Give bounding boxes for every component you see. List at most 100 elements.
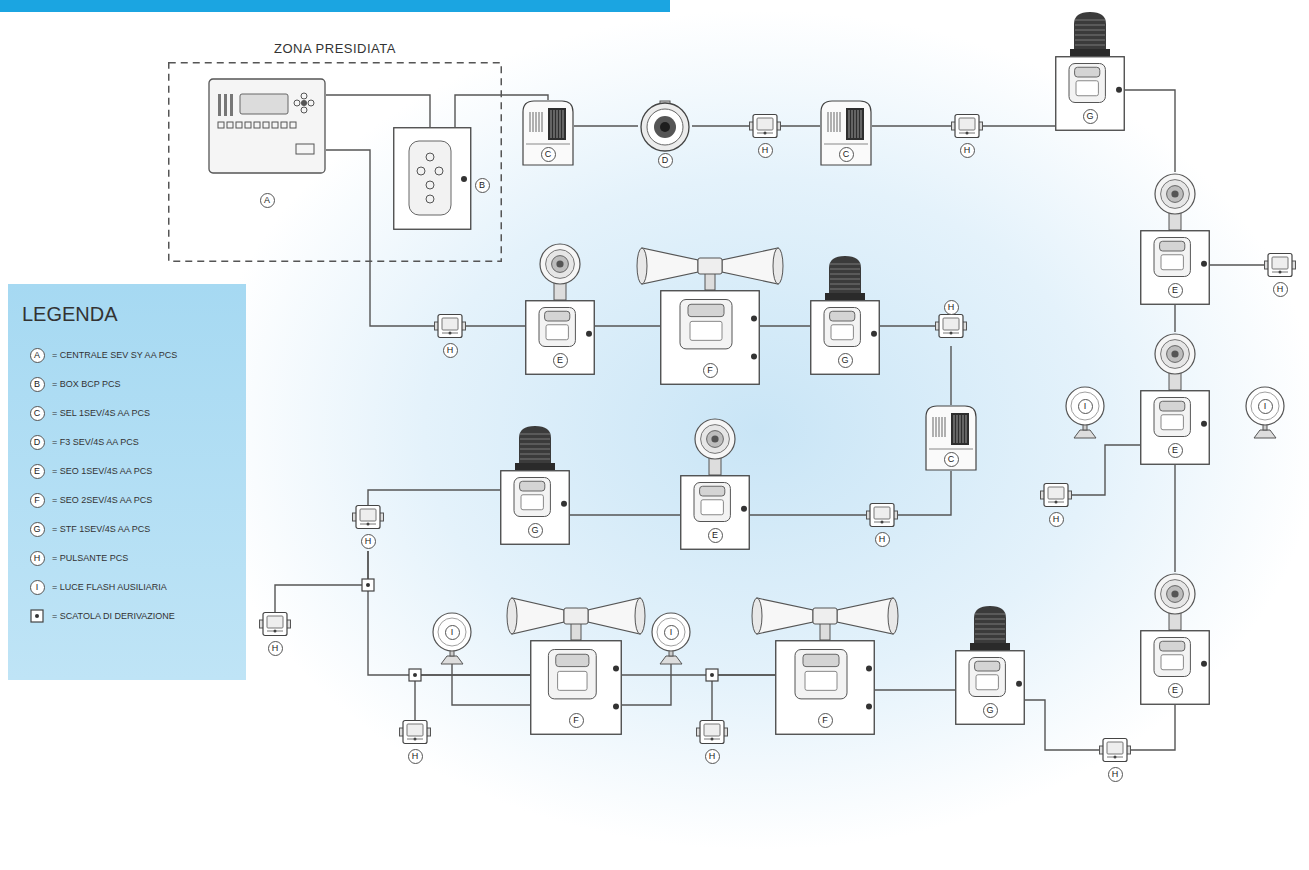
control-panel: A <box>208 78 326 208</box>
callout-letter: H <box>1108 767 1123 782</box>
legend-letter: D <box>30 435 45 450</box>
legend-letter: F <box>30 493 45 508</box>
flash-light: I <box>1244 386 1286 438</box>
cable-line <box>1025 700 1099 750</box>
junction-symbol <box>30 609 44 623</box>
cable-line <box>781 125 820 126</box>
top-bar <box>0 0 670 12</box>
cable-line <box>898 471 951 515</box>
cable-line <box>760 325 810 326</box>
callout-letter: E <box>1168 283 1183 298</box>
callout-letter: E <box>1168 443 1183 458</box>
callout-letter: G <box>838 353 853 368</box>
speaker-unit: F <box>530 640 622 735</box>
control-panel-drawing <box>208 78 326 208</box>
legend-letter: A <box>30 348 45 363</box>
horn-unit: E <box>1140 332 1210 465</box>
zone-title: ZONA PRESIDIATA <box>274 41 396 56</box>
cable-line <box>466 325 525 326</box>
callout-letter: H <box>268 641 283 656</box>
legend-letter: I <box>30 580 45 595</box>
callout-letter: A <box>260 193 275 208</box>
legend-text: = SCATOLA DI DERIVAZIONE <box>52 610 175 622</box>
callout-letter: I <box>1078 399 1093 414</box>
cable-line <box>1174 305 1175 332</box>
legend-text: = SEO 2SEV/4S AA PCS <box>52 494 152 506</box>
flash-light: I <box>431 612 473 664</box>
horn-unit: E <box>525 242 595 375</box>
callout-letter: F <box>818 713 833 728</box>
legend-text: = PULSANTE PCS <box>52 552 128 564</box>
cable-line <box>880 325 935 326</box>
zone-region: ZONA PRESIDIATAAB <box>168 62 502 262</box>
callout-letter: C <box>839 147 854 162</box>
callout-letter: G <box>1083 109 1098 124</box>
legend-text: = STF 1SEV/4S AA PCS <box>52 523 150 535</box>
push-button: H <box>1099 738 1131 784</box>
push-button: H <box>399 720 431 766</box>
cable-line <box>452 664 530 705</box>
cable-line <box>692 125 749 126</box>
detector-unit: C <box>522 100 574 166</box>
cable-line <box>368 490 500 505</box>
callout-letter: E <box>553 353 568 368</box>
cable-line <box>570 514 680 515</box>
callout-letter: H <box>960 143 975 158</box>
callout-letter: H <box>361 534 376 549</box>
cable-line <box>1125 90 1175 172</box>
legend-text: = SEO 1SEV/4S AA PCS <box>52 465 152 477</box>
callout-letter: C <box>944 452 959 467</box>
push-button: H <box>259 612 291 658</box>
legend-letter: H <box>30 551 45 566</box>
horn-unit: E <box>1140 172 1210 305</box>
legend-letter: C <box>30 406 45 421</box>
callout-letter: C <box>541 147 556 162</box>
speaker-unit: F <box>660 290 760 385</box>
junction-box <box>409 669 421 681</box>
push-button: H <box>749 114 781 160</box>
legend-letter: G <box>30 522 45 537</box>
beacon-unit: G <box>955 602 1025 725</box>
push-button: H <box>1040 483 1072 529</box>
callout-letter: H <box>944 300 959 315</box>
callout-letter: H <box>705 749 720 764</box>
detector-unit: C <box>925 405 977 471</box>
callout-letter: I <box>1258 399 1273 414</box>
speaker-unit: F <box>775 640 875 735</box>
cable-line <box>574 125 638 126</box>
cable-line <box>1131 705 1175 750</box>
flash-light: I <box>1064 386 1106 438</box>
callout-letter: H <box>1049 512 1064 527</box>
legend-text: = BOX BCP PCS <box>52 378 121 390</box>
callout-letter: H <box>1273 282 1288 297</box>
cable-line <box>872 125 951 126</box>
cable-line <box>415 675 530 720</box>
callout-letter: E <box>708 528 723 543</box>
round-detector: D <box>638 101 692 169</box>
cable-line <box>368 551 530 675</box>
flash-light: I <box>650 612 692 664</box>
callout-letter: G <box>983 703 998 718</box>
callout-letter: H <box>443 343 458 358</box>
beacon-unit: G <box>500 422 570 545</box>
cable-line <box>326 95 430 127</box>
callout-letter: E <box>1168 683 1183 698</box>
callout-letter: H <box>758 143 773 158</box>
beacon-unit: G <box>810 252 880 375</box>
callout-letter: H <box>875 532 890 547</box>
push-button: H <box>434 314 466 360</box>
push-button: H <box>866 503 898 549</box>
legend-letter: B <box>30 377 45 392</box>
legend-panel: LEGENDAA= CENTRALE SEV SY AA PCSB= BOX B… <box>8 284 246 680</box>
cable-line <box>1210 264 1264 265</box>
callout-letter: F <box>703 363 718 378</box>
push-button: H <box>1264 253 1296 299</box>
legend-text: = CENTRALE SEV SY AA PCS <box>52 349 177 361</box>
callout-letter: I <box>445 625 460 640</box>
control-box: B <box>393 127 493 230</box>
legend-text: = SEL 1SEV/4S AA PCS <box>52 407 150 419</box>
legend-letter: E <box>30 464 45 479</box>
push-button: H <box>696 720 728 766</box>
horn-unit: E <box>680 417 750 550</box>
